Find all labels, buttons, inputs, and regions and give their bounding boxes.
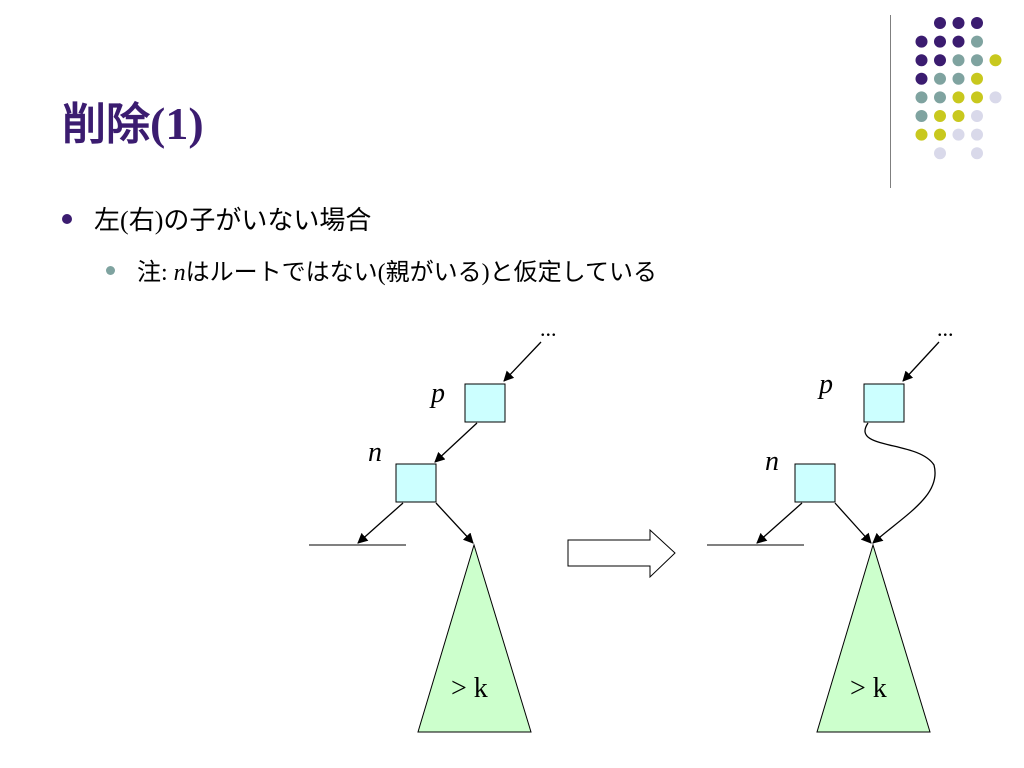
node-p-left [464, 383, 506, 423]
arrow-n-to-left-null-left [357, 502, 404, 544]
decorative-dot [934, 35, 946, 48]
arrow-n-to-subtree-right [834, 502, 872, 544]
subtree-triangle-left [417, 543, 532, 733]
bullet2-open-paren: ( [377, 260, 386, 286]
decorative-dot [989, 91, 1002, 104]
node-p-right [863, 383, 905, 423]
decorative-dot [915, 128, 928, 141]
bullet1-close-paren: ) [154, 206, 164, 235]
arrow-to-p-left [503, 341, 542, 382]
node-n-right [794, 463, 836, 503]
bullet2-text-b: 親がいる [385, 258, 482, 286]
decorative-dot [952, 128, 965, 141]
sub-bullet-dot-icon [106, 265, 115, 275]
node-n-left [395, 463, 437, 503]
decorative-dot [952, 72, 965, 85]
bullet2-note: 注 [137, 258, 161, 286]
decorative-dot [934, 54, 946, 67]
bullet1-text-rest: の子がいない場合 [163, 206, 372, 236]
decorative-dot [952, 35, 965, 48]
arrow-n-to-left-null-right [756, 502, 803, 544]
bullet2-text-c: と仮定している [489, 258, 657, 286]
slide-title: 削除(1) [62, 88, 204, 152]
decorative-dot [952, 17, 965, 29]
decorative-dot [952, 110, 965, 122]
decorative-dot [971, 91, 983, 104]
after-state: ... p n > k [707, 316, 954, 733]
decorative-dot [971, 128, 983, 141]
decorative-dot [952, 91, 965, 104]
transition-arrow-icon [567, 528, 676, 579]
decorative-dot [934, 128, 946, 141]
bullet2-close-paren: ) [481, 260, 490, 286]
bullet2-text-a: はルートではない [185, 258, 378, 286]
decorative-dot [934, 72, 946, 85]
bullet1-text-left: 左 [94, 206, 121, 236]
decorative-dot [971, 35, 983, 48]
before-state: ... p n > k [309, 316, 557, 733]
title-main: 削除 [62, 99, 150, 150]
decorative-divider-line [890, 15, 891, 188]
decorative-dot [934, 147, 946, 160]
decorative-dot [989, 54, 1002, 67]
decorative-dot [971, 54, 983, 67]
decorative-dot [934, 91, 946, 104]
decorative-dot [915, 110, 928, 122]
bullet2-colon: : [161, 260, 174, 286]
bullet-dot-icon [62, 213, 72, 224]
arrow-p-to-n-left [434, 422, 478, 463]
arrow-n-to-subtree-left [435, 502, 474, 544]
subtree-label-right: > k [850, 673, 887, 704]
label-p-left: p [429, 378, 445, 409]
bullet2-variable-n: n [173, 260, 186, 286]
bullet1-open-paren: ( [120, 206, 129, 235]
ellipsis-left: ... [540, 316, 557, 341]
decorative-dot [915, 54, 928, 67]
label-p-right: p [817, 369, 833, 400]
label-n-right: n [765, 446, 779, 477]
bullet-level-2: 注: nはルートではない(親がいる)と仮定している [106, 252, 657, 287]
decorative-dot [915, 91, 928, 104]
arrow-p-to-subtree-right [864, 422, 936, 544]
arrow-to-p-right [902, 341, 940, 382]
bullet-level-1: 左(右)の子がいない場合 [62, 200, 371, 237]
decorative-dot [971, 72, 983, 85]
decorative-dot [915, 72, 928, 85]
label-n-left: n [368, 437, 382, 468]
decorative-dot [934, 17, 946, 29]
decorative-dot [934, 110, 946, 122]
subtree-label-left: > k [451, 673, 488, 704]
title-paren: (1) [150, 98, 204, 149]
decorative-dot [971, 17, 983, 29]
decorative-dot [915, 35, 928, 48]
subtree-triangle-right [816, 543, 931, 733]
decorative-dot [952, 54, 965, 67]
decorative-dot [971, 147, 983, 160]
bullet1-text-right: 右 [128, 206, 155, 236]
decorative-dot [971, 110, 983, 122]
ellipsis-right: ... [937, 316, 954, 341]
